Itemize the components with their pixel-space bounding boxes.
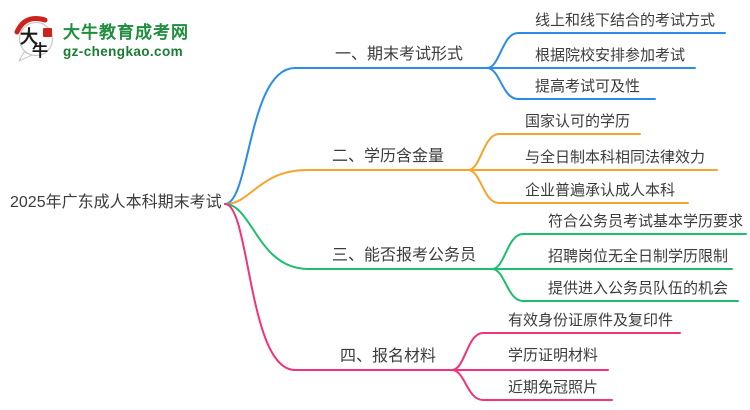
branch-3-item-1: 符合公务员考试基本学历要求: [548, 213, 744, 230]
branch-1-lines: [224, 32, 726, 205]
branch-2-item-3: 企业普遍承认成人本科: [525, 182, 676, 199]
branch-4-item-2: 学历证明材料: [508, 347, 599, 364]
branch-2-lines: [224, 133, 718, 205]
site-logo[interactable]: 大 牛 大牛教育成考网 gz-chengkao.com: [12, 12, 189, 64]
site-domain: gz-chengkao.com: [63, 43, 184, 59]
branch-2-label: 二、学历含金量: [332, 148, 445, 165]
logo-red-seal: [43, 28, 52, 37]
site-name: 大牛教育成考网: [63, 22, 189, 42]
branch-1-item-1: 线上和线下结合的考试方式: [535, 12, 716, 29]
branch-4-lines: [224, 203, 681, 401]
logo-bull-icon: 大 牛: [14, 16, 54, 62]
branch-3-item-2: 招聘岗位无全日制学历限制: [548, 248, 729, 265]
branch-1-label: 一、期末考试形式: [335, 46, 464, 63]
branch-4-item-1: 有效身份证原件及复印件: [508, 312, 674, 329]
branch-3-item-3: 提供进入公务员队伍的机会: [548, 280, 729, 297]
branch-2-item-1: 国家认可的学历: [525, 113, 631, 130]
branch-2-item-2: 与全日制本科相同法律效力: [525, 149, 706, 166]
logo-red-arc: [14, 16, 48, 35]
logo-char-1: 大: [20, 26, 38, 47]
branch-1-item-2: 根据院校安排参加考试: [535, 47, 686, 64]
branch-4-label: 四、报名材料: [340, 348, 437, 365]
root-node-title: 2025年广东成人本科期末考试: [10, 194, 222, 211]
branch-3-lines: [224, 203, 747, 302]
branch-1-item-3: 提高考试可及性: [535, 78, 641, 95]
branch-3-label: 三、能否报考公务员: [332, 247, 477, 264]
logo-char-2: 牛: [32, 41, 48, 60]
branch-4-item-3: 近期免冠照片: [508, 379, 599, 396]
